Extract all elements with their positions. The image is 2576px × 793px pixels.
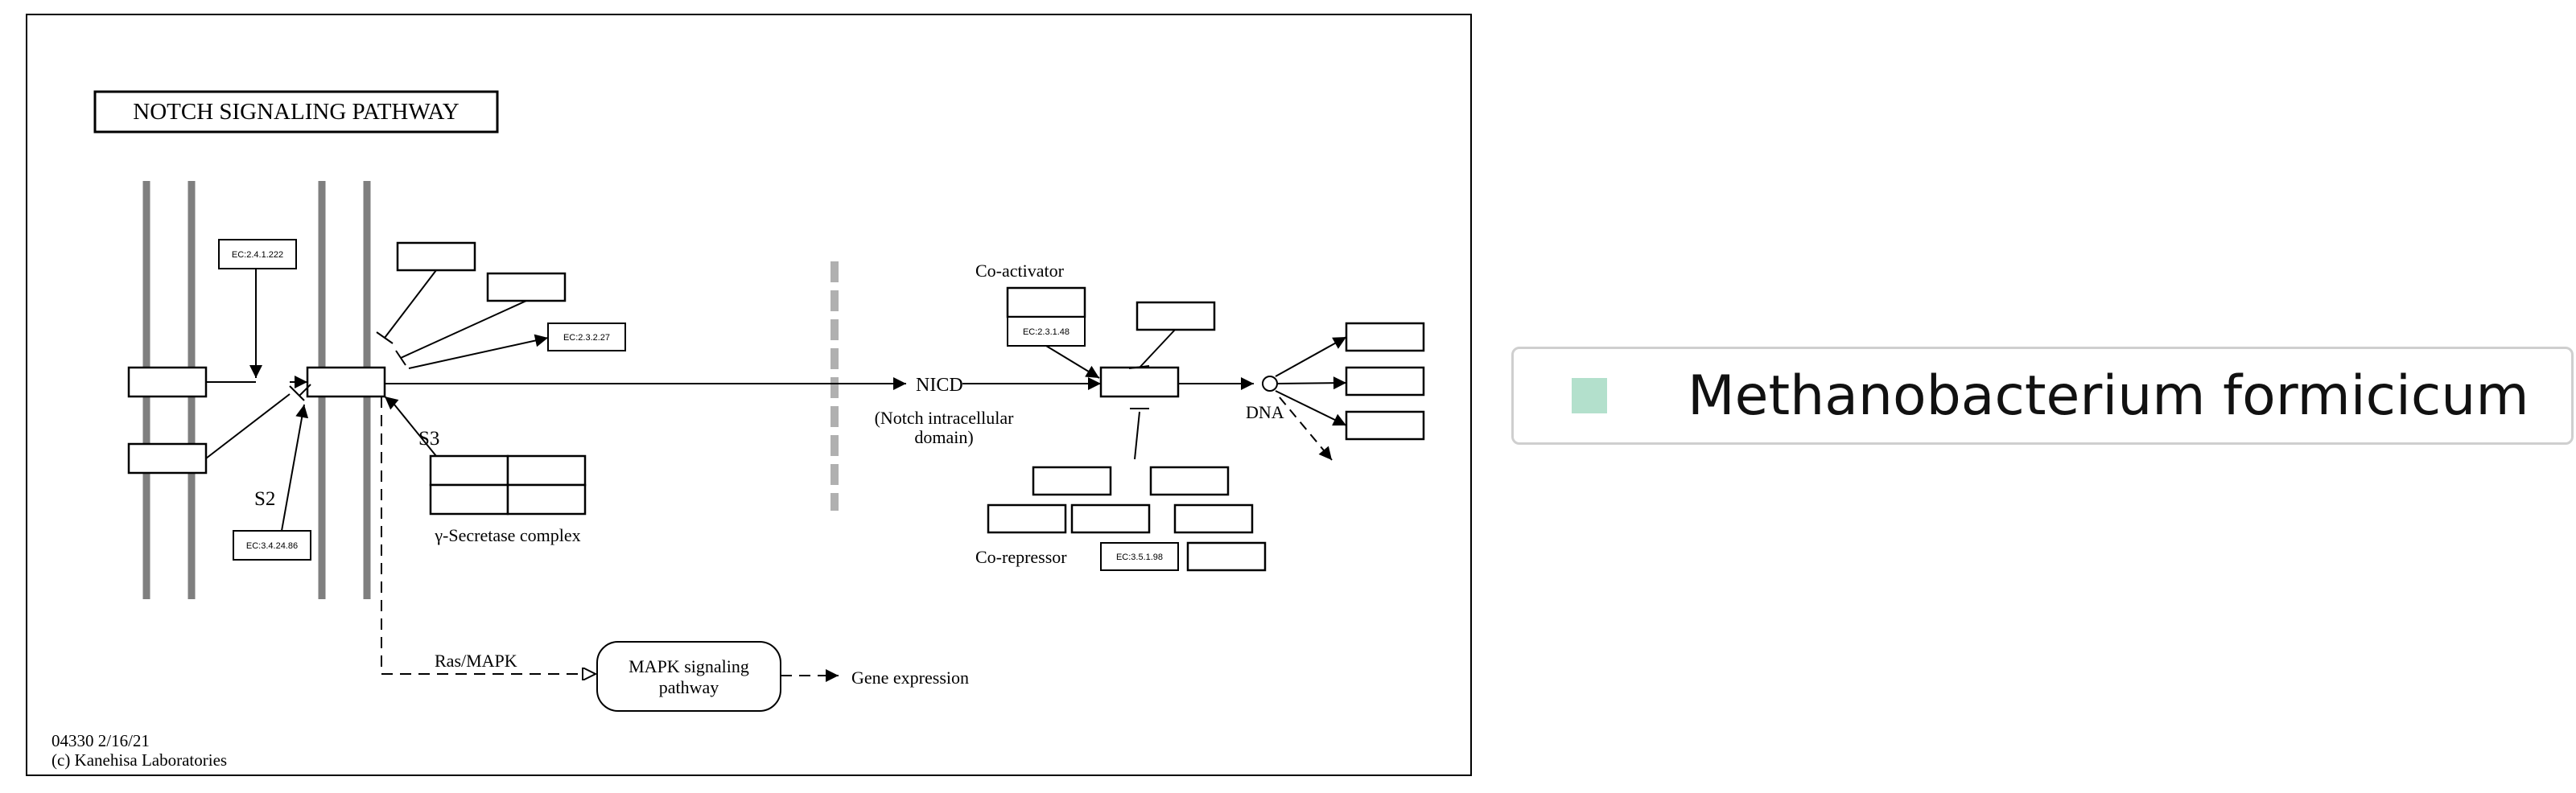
- ec-label: EC:3.5.1.98: [1116, 553, 1163, 562]
- nicd-desc-line1: (Notch intracellular: [875, 408, 1015, 428]
- gene-box-dtx[interactable]: [486, 272, 567, 302]
- dna-node: [1262, 376, 1278, 392]
- co-repressor-label: Co-repressor: [975, 547, 1067, 567]
- gene-boxes[interactable]: [127, 241, 1425, 572]
- gene-box-target-3[interactable]: [1345, 410, 1425, 441]
- organism-color-swatch: [1572, 378, 1607, 413]
- gene-box-psen-3[interactable]: [429, 483, 509, 516]
- gene-box-psen-4[interactable]: [506, 483, 587, 516]
- gene-box-ligand-2[interactable]: [127, 442, 208, 475]
- ec-label: EC:2.3.2.27: [563, 333, 610, 343]
- ec-box-2-3-2-27[interactable]: EC:2.3.2.27: [547, 323, 626, 351]
- gamma-secretase-label: γ-Secretase complex: [434, 525, 580, 545]
- ras-mapk-label: Ras/MAPK: [435, 651, 517, 671]
- gene-box-corep-1[interactable]: [1032, 466, 1112, 496]
- gene-box-notch[interactable]: [306, 366, 386, 398]
- gene-box-corep-4[interactable]: [1070, 503, 1151, 534]
- ec-box-2-4-1-222[interactable]: EC:2.4.1.222: [218, 239, 297, 269]
- gene-expression-label: Gene expression: [851, 668, 969, 688]
- mapk-signaling-pathway-link[interactable]: MAPK signaling pathway: [596, 641, 781, 712]
- mapk-label-line1: MAPK signaling: [629, 656, 749, 676]
- organism-name: Methanobacterium formicicum: [1688, 364, 2529, 428]
- gene-box-psen-2[interactable]: [506, 454, 587, 487]
- gene-box-corep-2[interactable]: [1149, 466, 1230, 496]
- gene-box-delta-jagged[interactable]: [127, 366, 208, 398]
- map-id-date: 04330 2/16/21: [52, 731, 150, 750]
- nicd-desc-line2: domain): [914, 427, 973, 447]
- gene-box-target-2[interactable]: [1345, 366, 1425, 396]
- pathway-title-text: NOTCH SIGNALING PATHWAY: [133, 99, 460, 125]
- gene-box-target-1[interactable]: [1345, 322, 1425, 352]
- gene-box-corep-3[interactable]: [987, 503, 1067, 534]
- ec-label: EC:3.4.24.86: [246, 541, 298, 551]
- mapk-label-line2: pathway: [659, 677, 719, 697]
- gene-box-coact-2[interactable]: [1136, 301, 1216, 331]
- dna-label: DNA: [1246, 402, 1284, 422]
- gene-box-psen-1[interactable]: [429, 454, 509, 487]
- s2-label: S2: [254, 488, 275, 510]
- ec-box-2-3-1-48[interactable]: EC:2.3.1.48: [1007, 316, 1086, 347]
- s3-label: S3: [418, 428, 439, 450]
- co-activator-label: Co-activator: [975, 261, 1065, 281]
- ec-box-3-5-1-98[interactable]: EC:3.5.1.98: [1100, 542, 1179, 571]
- ec-label: EC:2.3.1.48: [1023, 327, 1070, 337]
- gene-box-numb[interactable]: [396, 241, 476, 272]
- gene-box-corep-6[interactable]: [1186, 541, 1267, 572]
- gene-box-maml[interactable]: [1006, 286, 1086, 318]
- ec-box-3-4-24-86[interactable]: EC:3.4.24.86: [233, 530, 311, 561]
- diagram-labels: S3 S2 γ-Secretase complex NICD (Notch in…: [52, 261, 1284, 770]
- copyright-label: (c) Kanehisa Laboratories: [52, 750, 227, 770]
- gene-box-csl[interactable]: [1099, 366, 1180, 398]
- ec-label: EC:2.4.1.222: [232, 250, 283, 260]
- organism-legend: Methanobacterium formicicum: [1511, 347, 2574, 445]
- relation-lines: [205, 269, 1347, 682]
- nicd-label: NICD: [916, 375, 963, 396]
- pathway-title: NOTCH SIGNALING PATHWAY: [93, 90, 499, 134]
- gene-box-corep-5[interactable]: [1173, 503, 1254, 534]
